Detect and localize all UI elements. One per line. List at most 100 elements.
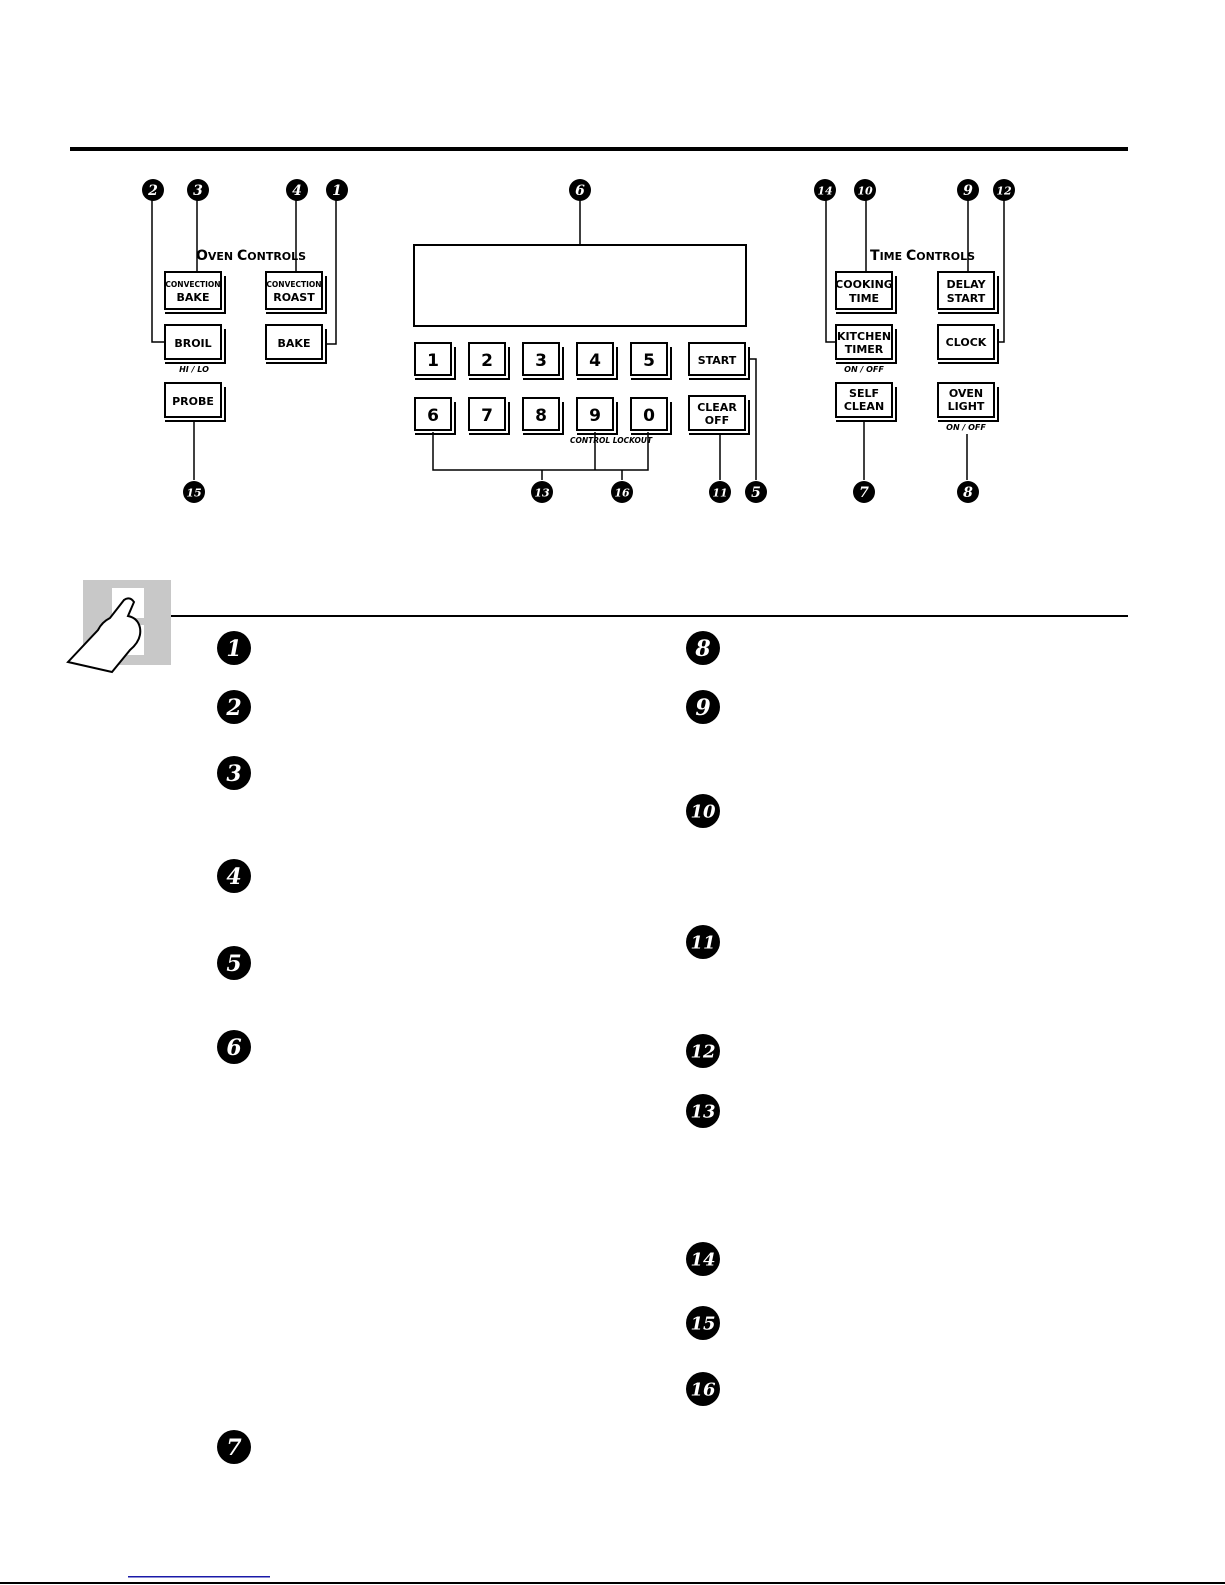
callout-badge-1: 1 — [326, 179, 348, 201]
feature-item-13-badge-number: 13 — [690, 1102, 715, 1123]
callout-badge-8-number: 8 — [963, 485, 973, 501]
self-clean-button[interactable]: SELF CLEAN — [835, 382, 897, 422]
section-rule — [171, 615, 1128, 617]
key-5-button[interactable]: 5 — [630, 342, 672, 380]
feature-item-9-badge: 9 — [686, 690, 720, 724]
delay-start-button[interactable]: DELAY START — [937, 271, 999, 314]
clock-button[interactable]: CLOCK — [937, 324, 999, 364]
callout-badge-3: 3 — [187, 179, 209, 201]
feature-item-1-badge: 1 — [217, 631, 251, 665]
start-button[interactable]: START — [688, 342, 750, 380]
key-6-button[interactable]: 6 — [414, 397, 456, 435]
callout-badge-12: 12 — [993, 179, 1015, 201]
feature-item-12-badge-number: 12 — [690, 1042, 715, 1063]
feature-item-2-badge: 2 — [217, 690, 251, 724]
control-lockout-caption: CONTROL LOCKOUT — [570, 436, 653, 445]
feature-item-1-badge-number: 1 — [226, 636, 241, 662]
kitchen-timer-button[interactable]: KITCHEN TIMER — [835, 324, 897, 364]
feature-item-7-badge-number: 7 — [226, 1435, 242, 1461]
feature-item-14-badge-number: 14 — [690, 1250, 715, 1271]
oven-controls-heading: OVEN CONTROLS — [196, 248, 306, 264]
feature-item-6-badge: 6 — [217, 1030, 251, 1064]
feature-item-10-badge-number: 10 — [690, 802, 716, 823]
key-5-label: 5 — [643, 351, 655, 371]
key-6-label: 6 — [427, 406, 439, 426]
key-9-label: 9 — [589, 406, 601, 426]
callout-badge-6: 6 — [569, 179, 591, 201]
cooking-time-button[interactable]: COOKING TIME — [835, 271, 897, 314]
key-3-button[interactable]: 3 — [522, 342, 564, 380]
self-label: SELF — [849, 387, 879, 400]
key-4-label: 4 — [589, 351, 601, 371]
convection-bake-bottom-label: BAKE — [177, 291, 210, 304]
feature-item-16-badge: 16 — [686, 1372, 720, 1406]
feature-item-7-badge: 7 — [217, 1430, 251, 1464]
callout-badge-9: 9 — [957, 179, 979, 201]
key-8-button[interactable]: 8 — [522, 397, 564, 435]
key-4-button[interactable]: 4 — [576, 342, 618, 380]
time-controls-heading: TIME CONTROLS — [870, 248, 975, 264]
broil-button[interactable]: BROIL — [164, 324, 226, 364]
callout-badge-13-number: 13 — [534, 487, 550, 500]
feature-item-4-badge: 4 — [217, 859, 251, 893]
delay-label: DELAY — [946, 278, 986, 291]
feature-item-8-badge: 8 — [686, 631, 720, 665]
key-0-button[interactable]: 0 — [630, 397, 672, 435]
probe-button[interactable]: PROBE — [164, 382, 226, 422]
key-1-label: 1 — [427, 351, 439, 371]
key-0-label: 0 — [643, 406, 655, 426]
top-rule — [70, 147, 1128, 151]
feature-item-12-badge: 12 — [686, 1034, 720, 1068]
pointing-hand-icon — [66, 597, 142, 674]
callout-badge-4-number: 4 — [292, 183, 302, 199]
footer-link-underline — [128, 1576, 270, 1578]
callout-badge-1-number: 1 — [332, 183, 342, 199]
convection-roast-button[interactable]: CONVECTION ROAST — [265, 271, 327, 314]
oven-label: OVEN — [949, 387, 983, 400]
callout-badge-2: 2 — [142, 179, 164, 201]
feature-item-10-badge: 10 — [686, 794, 720, 828]
feature-item-8-badge-number: 8 — [694, 636, 710, 662]
callout-badge-15-number: 15 — [186, 487, 201, 500]
key-1-button[interactable]: 1 — [414, 342, 456, 380]
key-7-label: 7 — [481, 406, 493, 426]
feature-item-3-badge: 3 — [217, 756, 251, 790]
callout-badge-12-number: 12 — [996, 185, 1012, 198]
callout-badge-14: 14 — [814, 179, 836, 201]
feature-item-11-badge: 11 — [686, 925, 720, 959]
callout-badge-16: 16 — [611, 481, 633, 503]
oven-light-on-off-caption: ON / OFF — [946, 423, 986, 432]
kitchen-label: KITCHEN — [837, 330, 891, 343]
clear-off-button[interactable]: CLEAR OFF — [688, 395, 750, 435]
oven-light-button[interactable]: OVEN LIGHT — [937, 382, 999, 422]
key-2-label: 2 — [481, 351, 493, 371]
clock-label: CLOCK — [946, 336, 987, 349]
feature-item-5-badge-number: 5 — [226, 951, 241, 977]
timer-label: TIMER — [845, 343, 884, 356]
feature-item-6-badge-number: 6 — [226, 1035, 241, 1061]
callout-badge-7-number: 7 — [859, 485, 869, 501]
key-2-button[interactable]: 2 — [468, 342, 510, 380]
time-label: TIME — [849, 292, 879, 305]
key-7-button[interactable]: 7 — [468, 397, 510, 435]
feature-item-15-badge: 15 — [686, 1306, 720, 1340]
cooking-label: COOKING — [835, 278, 893, 291]
callout-badge-2-number: 2 — [147, 183, 158, 199]
key-3-label: 3 — [535, 351, 547, 371]
bake-button[interactable]: BAKE — [265, 324, 327, 364]
callout-badge-4: 4 — [286, 179, 308, 201]
delay-start-label: START — [947, 292, 986, 305]
broil-hi-lo-caption: HI / LO — [179, 365, 209, 374]
key-9-button[interactable]: 9 — [576, 397, 618, 435]
callout-badge-3-number: 3 — [193, 183, 203, 199]
number-keypad: 1 2 3 4 5 6 7 8 9 0 — [414, 342, 672, 435]
convection-bake-button[interactable]: CONVECTION BAKE — [164, 271, 226, 314]
feature-item-5-badge: 5 — [217, 946, 251, 980]
bottom-edge — [0, 1582, 1225, 1584]
display-window — [413, 244, 747, 327]
callout-badge-7: 7 — [853, 481, 875, 503]
key-8-label: 8 — [535, 406, 547, 426]
callout-badge-10: 10 — [854, 179, 876, 201]
feature-item-16-badge-number: 16 — [690, 1380, 716, 1401]
